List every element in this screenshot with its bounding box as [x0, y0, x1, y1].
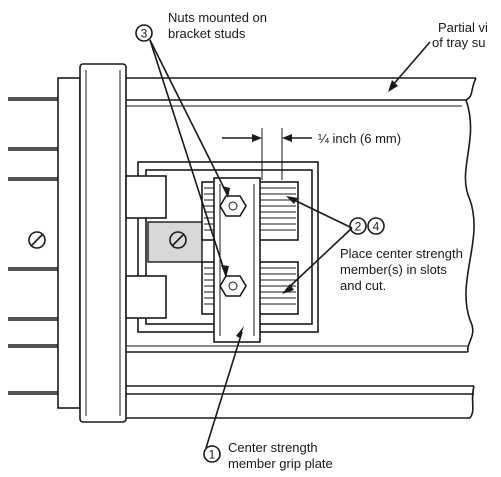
place-label-line2: member(s) in slots: [340, 262, 447, 277]
svg-text:2: 2: [355, 220, 362, 234]
nut-upper: [219, 195, 247, 217]
partial-view-line1: Partial vi: [438, 20, 488, 35]
end-flange: [57, 63, 127, 423]
tray-break-edge: [464, 99, 475, 353]
place-label-line3: and cut.: [340, 278, 386, 293]
bracket-screw: [169, 231, 187, 249]
svg-text:1: 1: [209, 448, 216, 462]
nut-lower: [219, 275, 247, 297]
partial-view-line2: of tray su: [432, 35, 485, 50]
leader-lines: [149, 39, 431, 449]
callout-3: 3: [135, 24, 153, 42]
flange-screw: [28, 231, 46, 249]
grip-label-line2: member grip plate: [228, 456, 333, 471]
nuts-label-line2: bracket studs: [168, 26, 246, 41]
tray-bottom-rail: [126, 345, 475, 419]
callout-1: 1: [203, 445, 221, 463]
svg-text:3: 3: [141, 27, 148, 41]
dimension-marker: [222, 128, 312, 180]
callout-2: 2: [349, 217, 367, 235]
svg-text:4: 4: [373, 220, 380, 234]
grip-label-line1: Center strength: [228, 440, 318, 455]
dimension-label: ¼ inch (6 mm): [318, 131, 401, 146]
place-label-line1: Place center strength: [340, 246, 463, 261]
callout-4: 4: [367, 217, 385, 235]
nuts-label-line1: Nuts mounted on: [168, 10, 267, 25]
tray-top-rail: [126, 77, 477, 107]
left-rods: [8, 97, 60, 395]
